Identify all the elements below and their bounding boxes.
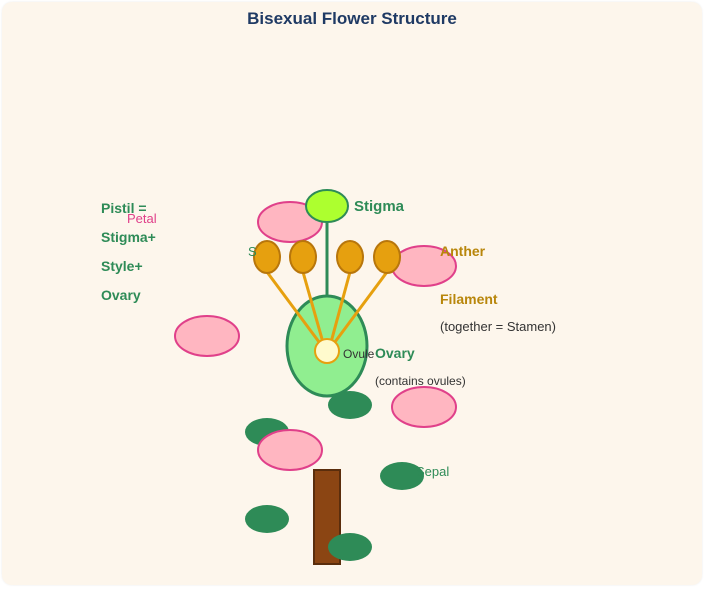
sepal	[245, 505, 289, 533]
petal	[392, 387, 456, 427]
sepal-label-partial: S	[248, 244, 257, 259]
ovule	[315, 339, 339, 363]
anther	[374, 241, 400, 273]
ovary-note: (contains ovules)	[375, 374, 466, 388]
filament-label: Filament	[440, 291, 498, 307]
pistil-label-line: Stigma+	[101, 229, 156, 258]
pistil-label-line: Ovary	[101, 287, 156, 316]
anther	[254, 241, 280, 273]
ovary-label: Ovary	[375, 345, 415, 361]
petal	[175, 316, 239, 356]
pistil-label-line: Style+	[101, 258, 156, 287]
stigma-label: Stigma	[354, 198, 404, 215]
sepal-label: Sepal	[416, 464, 449, 479]
stigma	[306, 190, 348, 222]
sepal	[328, 533, 372, 561]
petal	[258, 430, 322, 470]
stamen-note: (together = Stamen)	[440, 319, 556, 334]
anther	[337, 241, 363, 273]
petal-label: Petal	[127, 211, 157, 226]
anther	[290, 241, 316, 273]
anther-label: Anther	[440, 243, 485, 259]
ovule-label: Ovule	[343, 347, 374, 361]
